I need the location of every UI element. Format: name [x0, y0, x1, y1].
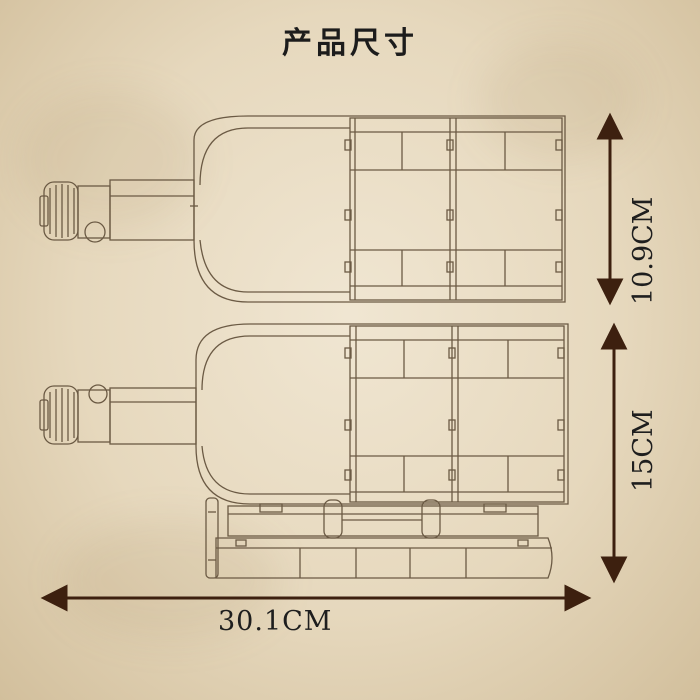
top-bottle-body: [193, 115, 566, 303]
width-label: 30.1CM: [218, 606, 333, 637]
top-bottle-view: [39, 115, 566, 303]
bottom-bottle-body: [195, 323, 569, 505]
bottom-bottle-cork: [39, 385, 79, 445]
top-bottle-neck: [77, 179, 195, 243]
bottle-stand: [205, 497, 553, 579]
bottom-bottle-view: [39, 323, 569, 579]
bottom-bottle-neck: [77, 384, 197, 445]
height-top-label: 10.9CM: [628, 196, 659, 305]
top-bottle-cork: [39, 181, 79, 241]
height-bottom-label: 15CM: [628, 409, 659, 492]
top-bottle-sails: [344, 117, 563, 301]
page-title: 产品尺寸: [282, 26, 418, 61]
bottom-bottle-sails: [344, 325, 565, 503]
